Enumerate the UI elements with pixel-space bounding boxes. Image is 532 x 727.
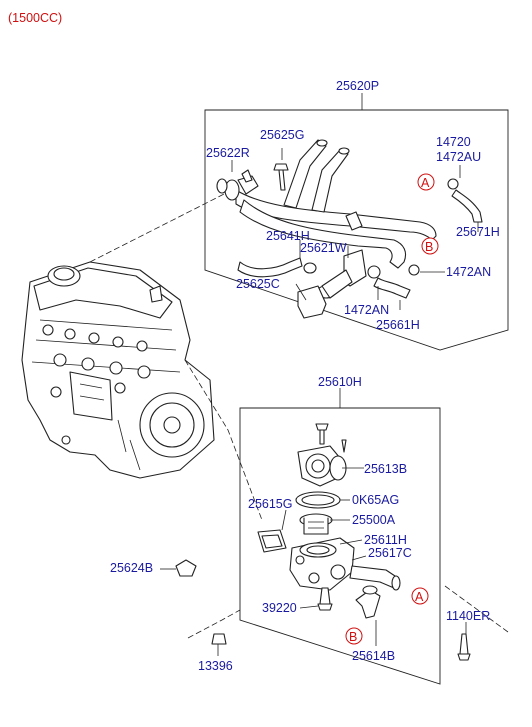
label-25620P: 25620P bbox=[336, 79, 379, 93]
label-25661H: 25661H bbox=[376, 318, 420, 332]
engine-block bbox=[21, 261, 215, 479]
callout-a-upper: A bbox=[417, 173, 435, 191]
svg-text:B: B bbox=[425, 240, 433, 254]
svg-text:A: A bbox=[421, 176, 430, 190]
callout-a-lower: A bbox=[411, 587, 429, 605]
plug-leader bbox=[187, 609, 241, 639]
bracket-25624B bbox=[160, 559, 197, 577]
label-25625G: 25625G bbox=[260, 128, 304, 142]
svg-text:A: A bbox=[415, 590, 424, 604]
label-25610H: 25610H bbox=[318, 375, 362, 389]
label-13396: 13396 bbox=[198, 659, 233, 673]
label-25614B: 25614B bbox=[352, 649, 395, 663]
callout-b-lower: B bbox=[345, 627, 363, 645]
label-25671H: 25671H bbox=[456, 225, 500, 239]
bolt-1140ER bbox=[457, 622, 471, 661]
label-0K65AG: 0K65AG bbox=[352, 493, 399, 507]
engine-to-housing-leader bbox=[184, 359, 263, 521]
variant-label: (1500CC) bbox=[8, 11, 62, 25]
label-1472AU: 1472AU bbox=[436, 150, 481, 164]
thermostat-housing-assembly bbox=[257, 423, 401, 619]
label-25613B: 25613B bbox=[364, 462, 407, 476]
label-25615G: 25615G bbox=[248, 497, 292, 511]
upper-leaders bbox=[231, 148, 479, 310]
water-pipe-assembly bbox=[216, 139, 483, 319]
label-25617C: 25617C bbox=[368, 546, 412, 560]
label-14720: 14720 bbox=[436, 135, 471, 149]
label-1472AN-a: 1472AN bbox=[446, 265, 491, 279]
label-25622R: 25622R bbox=[206, 146, 250, 160]
engine-to-pipe-leader bbox=[89, 189, 233, 263]
label-25500A: 25500A bbox=[352, 513, 396, 527]
label-25621W: 25621W bbox=[300, 241, 347, 255]
plug-13396 bbox=[211, 633, 227, 656]
svg-text:B: B bbox=[349, 630, 357, 644]
bolt-leader bbox=[444, 585, 509, 633]
label-39220: 39220 bbox=[262, 601, 297, 615]
label-1472AN-b: 1472AN bbox=[344, 303, 389, 317]
label-25611H: 25611H bbox=[364, 533, 407, 547]
label-25641H: 25641H bbox=[266, 229, 310, 243]
housing-assembly-box bbox=[239, 407, 441, 685]
label-1140ER: 1140ER bbox=[446, 609, 490, 623]
pipe-assembly-box bbox=[204, 109, 509, 351]
lower-leaders bbox=[281, 467, 377, 646]
callout-b-upper: B bbox=[421, 237, 439, 255]
label-25624B: 25624B bbox=[110, 561, 153, 575]
label-25625C: 25625C bbox=[236, 277, 280, 291]
